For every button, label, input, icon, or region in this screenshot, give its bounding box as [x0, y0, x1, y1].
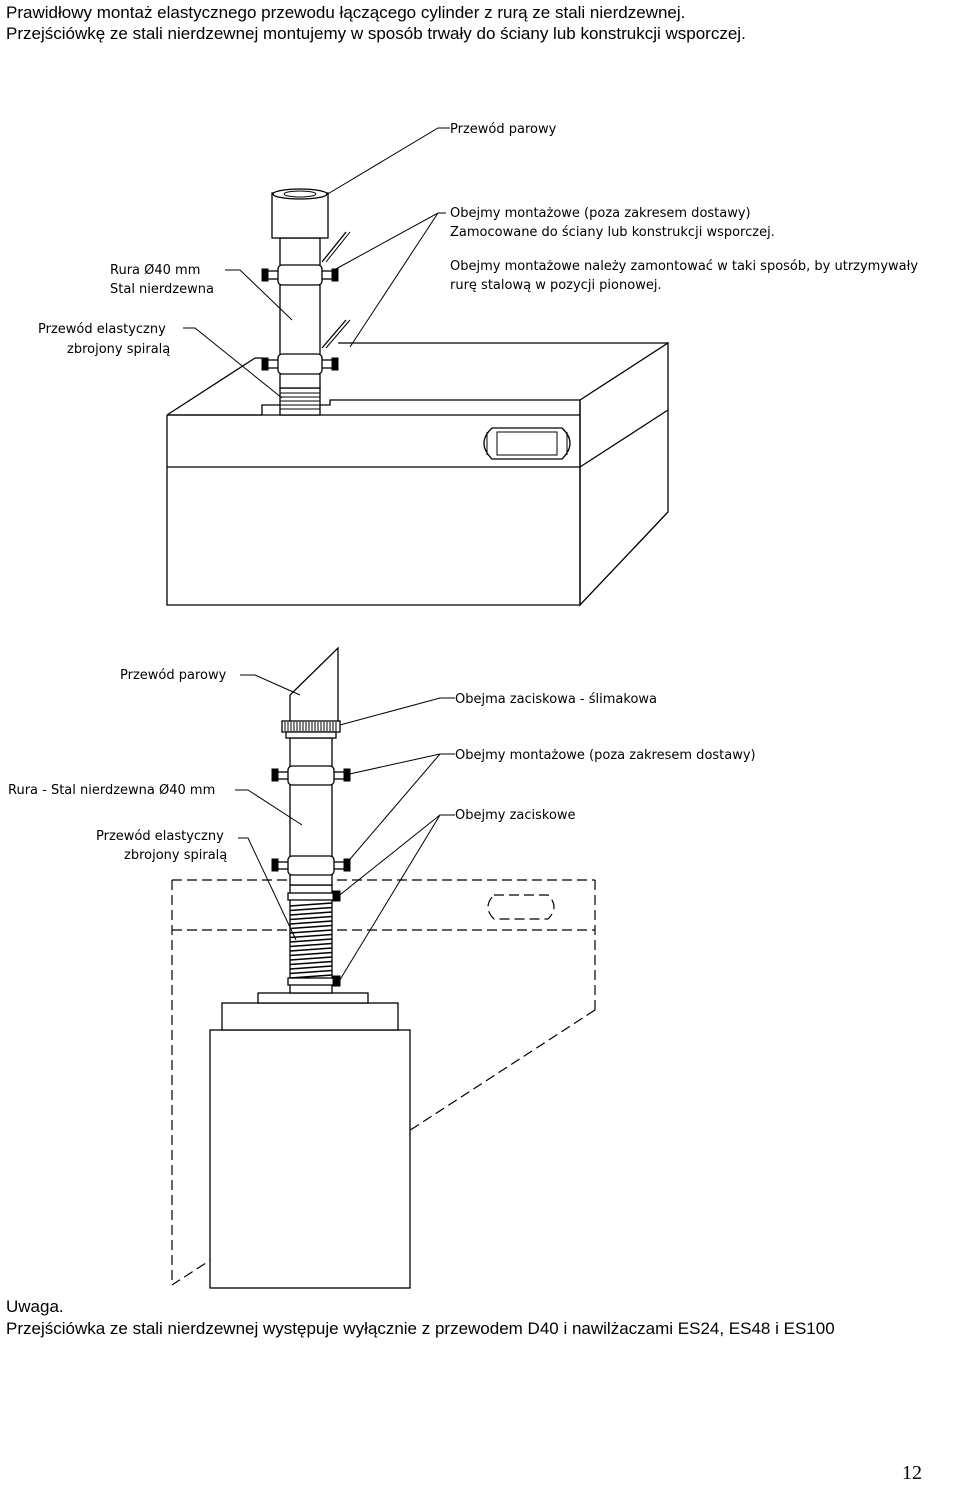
steam-hose-end-2 — [289, 646, 339, 729]
hose-spiral-2 — [289, 902, 333, 979]
note-text: Przejściówka ze stali nierdzewnej występ… — [6, 1319, 835, 1338]
label-mount-clamps-1-line-2: Zamocowane do ściany lub konstrukcji wsp… — [450, 225, 775, 240]
label-steam-hose-1: Przewód parowy — [450, 122, 557, 137]
label-flex-hose-1-line-2: zbrojony spiralą — [67, 342, 170, 357]
humidifier-cylinder-2 — [209, 992, 411, 1289]
diagram-2: Przewód parowy Obejma zaciskowa - ślimak… — [8, 646, 756, 1289]
intro-line-2: Przejściówkę ze stali nierdzewnej montuj… — [6, 24, 746, 43]
mounting-clamp-2a — [271, 765, 351, 786]
intro-text: Prawidłowy montaż elastycznego przewodu … — [6, 2, 956, 44]
leader-lines-2 — [235, 674, 455, 984]
steam-hose-end-1 — [271, 188, 329, 239]
flexible-hose-1 — [279, 387, 321, 416]
label-install-note-line-2: rurę stalową w pozycji pionowej. — [450, 278, 662, 293]
label-flex-hose-1-line-1: Przewód elastyczny — [38, 322, 166, 337]
mounting-clamp-1b — [261, 353, 339, 375]
label-pipe-1-line-2: Stal nierdzewna — [110, 282, 214, 297]
labels-1: Przewód parowy Obejmy montażowe (poza za… — [38, 122, 918, 357]
label-flex-hose-2-line-1: Przewód elastyczny — [96, 829, 224, 844]
humidifier-cylinder-box-1 — [166, 341, 669, 607]
label-pipe-1-line-1: Rura Ø40 mm — [110, 263, 200, 278]
label-clamp-rings-2: Obejmy zaciskowe — [455, 808, 576, 823]
note-block: Uwaga. Przejściówka ze stali nierdzewnej… — [6, 1296, 951, 1340]
worm-clamp-2 — [281, 720, 341, 739]
label-install-note-line-1: Obejmy montażowe należy zamontować w tak… — [450, 259, 918, 274]
mounting-clamp-2b — [271, 855, 351, 876]
label-worm-clamp-2: Obejma zaciskowa - ślimakowa — [455, 692, 657, 707]
wall-bracket-rods-1 — [321, 231, 351, 349]
intro-line-1: Prawidłowy montaż elastycznego przewodu … — [6, 3, 686, 22]
hose-clamp-rings-2 — [287, 890, 341, 987]
note-heading: Uwaga. — [6, 1297, 64, 1316]
diagram-1: Przewód parowy Obejmy montażowe (poza za… — [38, 122, 918, 607]
label-mount-clamps-2: Obejmy montażowe (poza zakresem dostawy) — [455, 748, 756, 763]
labels-2: Przewód parowy Obejma zaciskowa - ślimak… — [8, 668, 756, 863]
flexible-hose-2 — [289, 884, 333, 994]
page-number: 12 — [902, 1462, 922, 1484]
leader-lines-1 — [183, 127, 450, 399]
label-flex-hose-2-line-2: zbrojony spiralą — [124, 848, 227, 863]
label-steam-hose-2: Przewód parowy — [120, 668, 227, 683]
label-mount-clamps-1-line-1: Obejmy montażowe (poza zakresem dostawy) — [450, 206, 751, 221]
label-pipe-2: Rura - Stal nierdzewna Ø40 mm — [8, 783, 215, 798]
mounting-clamp-1a — [261, 264, 339, 286]
